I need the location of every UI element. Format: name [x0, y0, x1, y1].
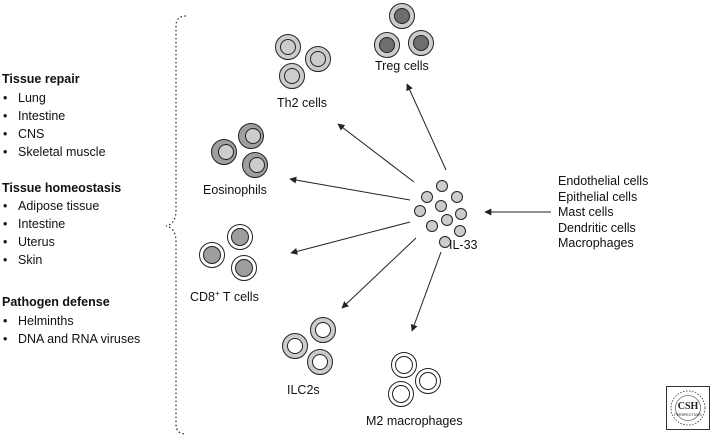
label-ilc2s: ILC2s: [287, 383, 320, 397]
list-pathogen-defense: Helminths DNA and RNA viruses: [3, 312, 140, 348]
arrow-to-m2: [410, 251, 442, 332]
source-item: Dendritic cells: [558, 220, 636, 235]
treg-cells: [374, 3, 434, 58]
list-item: Adipose tissue: [3, 197, 99, 215]
label-eosinophils: Eosinophils: [203, 183, 267, 197]
source-item: Macrophages: [558, 236, 634, 250]
source-item: Epithelial cells: [558, 189, 638, 204]
cd8-text: CD8: [190, 290, 216, 305]
m2-macrophage-cells: [388, 352, 441, 407]
label-cd8-t-cells: CD8+ T cells: [190, 289, 259, 306]
group-title-tissue-repair: Tissue repair: [2, 72, 80, 86]
source-cell-list: Endothelial cells Epithelial cells Mast …: [558, 174, 648, 252]
group-title-tissue-homeostasis: Tissue homeostasis: [2, 181, 122, 195]
source-item: Mast cells: [558, 205, 614, 219]
list-item: Uterus: [3, 233, 99, 251]
list-item: Skin: [3, 251, 99, 269]
cd8-t-cells-text: T cells: [219, 290, 259, 305]
label-treg-cells: Treg cells: [375, 59, 429, 73]
th2-cells: [275, 34, 331, 89]
arrow-to-cd8: [290, 221, 411, 255]
label-th2-cells: Th2 cells: [277, 96, 328, 110]
list-item: Intestine: [3, 107, 106, 125]
list-item: Helminths: [3, 312, 140, 330]
cd8-superscript: +: [215, 289, 220, 298]
list-item: Lung: [3, 89, 106, 107]
list-item: DNA and RNA viruses: [3, 330, 140, 348]
arrow-to-th2: [337, 123, 415, 183]
eosinophil-cells: [211, 123, 268, 178]
arrow-to-treg: [406, 83, 447, 171]
csh-perspectives-logo: CSH PERSPECTIVES: [666, 386, 710, 430]
il33-particles: [414, 180, 467, 248]
arrow-to-ilc2: [341, 237, 417, 309]
source-item: Endothelial cells: [558, 174, 649, 188]
logo-subtext: PERSPECTIVES: [674, 413, 702, 417]
list-item: Skeletal muscle: [3, 143, 106, 161]
ilc2-cells: [282, 317, 336, 375]
label-m2-macrophages: M2 macrophages: [366, 414, 463, 428]
logo-text: CSH: [678, 401, 699, 412]
list-tissue-repair: Lung Intestine CNS Skeletal muscle: [3, 89, 106, 161]
cd8-t-cells: [199, 224, 257, 281]
label-il33: IL-33: [449, 238, 478, 252]
arrow-to-eosinophils: [289, 176, 411, 201]
list-tissue-homeostasis: Adipose tissue Intestine Uterus Skin: [3, 197, 99, 269]
group-title-pathogen-defense: Pathogen defense: [2, 295, 110, 309]
list-item: Intestine: [3, 215, 99, 233]
curly-brace: [165, 15, 187, 435]
list-item: CNS: [3, 125, 106, 143]
